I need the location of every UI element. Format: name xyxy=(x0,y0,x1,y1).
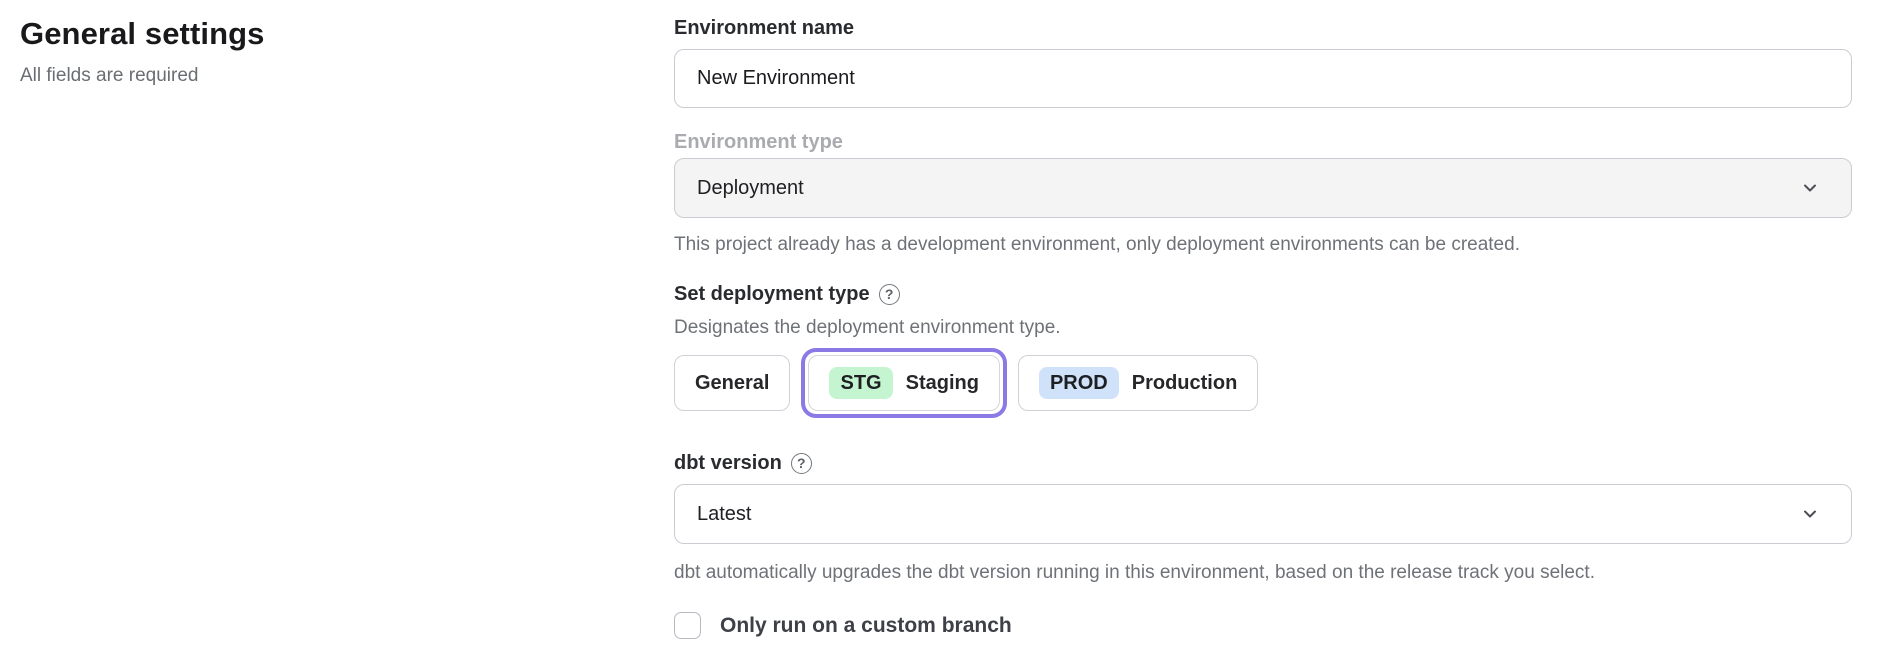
dbt-version-value: Latest xyxy=(697,502,752,525)
environment-type-value: Deployment xyxy=(697,176,804,199)
deployment-type-general-label: General xyxy=(695,371,770,394)
staging-badge: STG xyxy=(829,367,893,399)
page-subtitle: All fields are required xyxy=(20,65,199,86)
chevron-down-icon xyxy=(1799,177,1829,199)
deployment-type-button-group: General STG Staging PROD Production xyxy=(674,348,1852,418)
help-icon[interactable]: ? xyxy=(790,452,812,474)
environment-name-input[interactable] xyxy=(674,49,1852,108)
environment-type-helper: This project already has a development e… xyxy=(674,234,1520,255)
dbt-version-label: dbt version ? xyxy=(674,451,1852,475)
deployment-type-label: Set deployment type ? xyxy=(674,282,1852,306)
page-title: General settings xyxy=(20,16,265,51)
production-badge: PROD xyxy=(1038,367,1119,399)
deployment-type-production-label: Production xyxy=(1131,371,1238,394)
custom-branch-checkbox[interactable] xyxy=(674,612,701,639)
custom-branch-row: Only run on a custom branch xyxy=(674,612,1852,639)
custom-branch-label[interactable]: Only run on a custom branch xyxy=(720,613,1012,637)
environment-form: Environment name Environment type Deploy… xyxy=(674,16,1852,639)
settings-header: General settings All fields are required xyxy=(20,16,640,87)
deployment-type-helper: Designates the deployment environment ty… xyxy=(674,317,1061,338)
environment-type-select[interactable]: Deployment xyxy=(674,158,1852,218)
deployment-type-general-button[interactable]: General xyxy=(674,355,791,411)
dbt-version-select[interactable]: Latest xyxy=(674,484,1852,544)
environment-type-label: Environment type xyxy=(674,131,843,153)
chevron-down-icon xyxy=(1799,503,1829,525)
environment-name-label: Environment name xyxy=(674,17,855,39)
deployment-type-staging-label: Staging xyxy=(905,371,979,394)
help-icon[interactable]: ? xyxy=(878,283,900,305)
deployment-type-selected-ring: STG Staging xyxy=(801,348,1007,418)
dbt-version-helper: dbt automatically upgrades the dbt versi… xyxy=(674,562,1595,583)
deployment-type-staging-button[interactable]: STG Staging xyxy=(808,355,1000,411)
deployment-type-production-button[interactable]: PROD Production xyxy=(1017,355,1259,411)
